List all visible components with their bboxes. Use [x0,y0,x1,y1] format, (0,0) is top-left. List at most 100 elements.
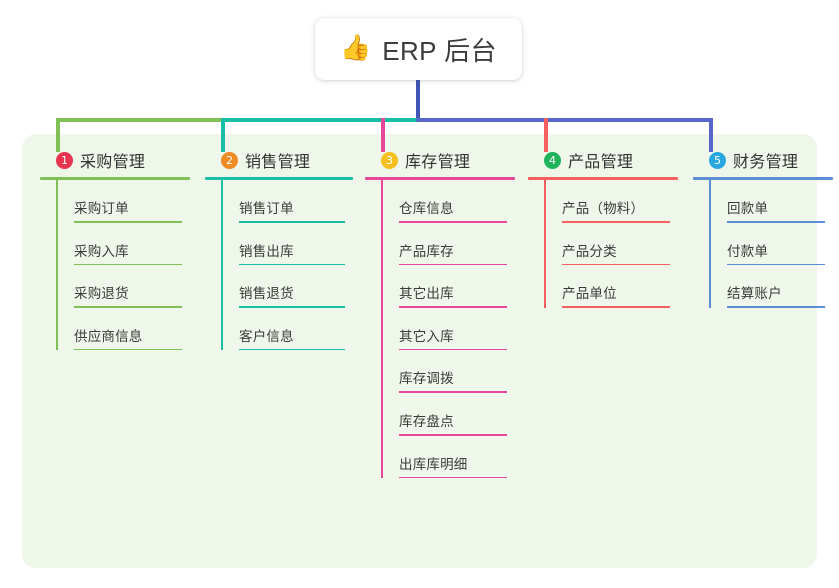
branch-item[interactable]: 回款单 [709,180,833,223]
root-node-erp-backend[interactable]: 👍 ERP 后台 [315,18,522,80]
branch-item-rule [239,306,345,308]
branch-title: 销售管理 [245,154,311,171]
branch-header-rule [693,177,833,180]
branch-item-label: 仓库信息 [399,201,454,216]
trunk-bar-segment-1 [56,118,224,122]
branch-item[interactable]: 产品库存 [381,223,515,266]
branch-title: 库存管理 [405,154,471,171]
background-panel [22,134,817,568]
branch-item-rule [727,221,825,223]
branch-item[interactable]: 销售出库 [221,223,353,266]
branch-item-label: 库存盘点 [399,413,454,429]
branch-drop-line-4 [544,118,548,152]
branch-item[interactable]: 付款单 [709,223,833,266]
branch-item[interactable]: 出库库明细 [381,436,515,479]
branch-spine-line [709,180,711,308]
branch-header-rule [365,177,515,180]
branch-header-财务管理[interactable]: 5 财务管理 [693,148,833,172]
branch-item[interactable]: 客户信息 [221,308,353,351]
trunk-bar-segment-3 [416,118,713,122]
branch-item-list: 回款单付款单结算账户 [709,180,833,308]
branch-item[interactable]: 销售退货 [221,265,353,308]
branch-item-label: 其它入库 [399,328,454,344]
branch-item-rule [399,433,507,436]
root-stem-line [416,80,420,120]
branch-item-label: 产品单位 [562,286,617,302]
branch-index-badge: 5 [709,151,726,169]
branch-item[interactable]: 其它出库 [381,265,515,308]
branch-item-rule [399,476,507,479]
branch-item[interactable]: 库存盘点 [381,393,515,436]
branch-item-rule [239,263,345,266]
branch-column-销售管理[interactable]: 2 销售管理销售订单销售出库销售退货客户信息 [205,148,353,351]
branch-item-label: 销售订单 [239,201,294,216]
branch-item[interactable]: 仓库信息 [381,180,515,223]
branch-item-rule [399,391,507,393]
branch-item[interactable]: 其它入库 [381,308,515,351]
branch-item-rule [562,306,670,308]
branch-item-label: 销售退货 [239,286,294,302]
branch-drop-line-5 [709,118,713,152]
branch-column-产品管理[interactable]: 4 产品管理产品（物料） 产品分类产品单位 [528,148,678,308]
branch-item[interactable]: 采购入库 [56,223,190,266]
branch-item[interactable]: 销售订单 [221,180,353,223]
branch-item-rule [399,306,507,308]
branch-item-label: 供应商信息 [74,328,143,344]
branch-item-rule [399,348,507,351]
branch-spine-line [56,180,58,350]
root-node-content: 👍 ERP 后台 [340,31,497,68]
branch-item-rule [74,263,182,266]
branch-spine-line [221,180,223,350]
branch-spine-line [544,180,546,308]
branch-title: 产品管理 [568,154,634,171]
branch-index-badge: 2 [221,151,238,169]
trunk-bar-segment-2 [221,118,420,122]
branch-item-rule [399,263,507,266]
branch-header-产品管理[interactable]: 4 产品管理 [528,148,678,172]
branch-title: 财务管理 [733,154,799,171]
branch-item-rule [239,348,345,351]
branch-header-rule [40,177,190,180]
branch-item-label: 采购订单 [74,201,129,216]
branch-item[interactable]: 产品（物料） [544,180,678,223]
branch-item[interactable]: 结算账户 [709,265,833,308]
branch-item-label: 其它出库 [399,286,454,302]
thumbs-up-icon: 👍 [340,33,372,62]
branch-item-list: 仓库信息产品库存其它出库其它入库库存调拨库存盘点出库库明细 [381,180,515,479]
branch-spine-line [381,180,383,478]
branch-item-label: 回款单 [727,201,769,216]
branch-item-rule [562,263,670,266]
branch-header-销售管理[interactable]: 2 销售管理 [205,148,353,172]
branch-index-badge: 4 [544,151,561,169]
branch-item-label: 采购入库 [74,243,129,259]
branch-item-label: 产品分类 [562,243,617,259]
branch-item-list: 销售订单销售出库销售退货客户信息 [221,180,353,351]
branch-index-badge: 1 [56,151,73,169]
branch-item-rule [74,306,182,308]
branch-column-财务管理[interactable]: 5 财务管理回款单付款单结算账户 [693,148,833,308]
branch-item-list: 产品（物料） 产品分类产品单位 [544,180,678,308]
branch-item-label: 销售出库 [239,243,294,259]
branch-item-rule [727,306,825,308]
branch-item-rule [239,221,345,223]
branch-item[interactable]: 采购订单 [56,180,190,223]
branch-item[interactable]: 采购退货 [56,265,190,308]
branch-header-rule [205,177,353,180]
branch-item-label: 出库库明细 [399,456,468,472]
branch-drop-line-3 [381,118,385,152]
branch-item[interactable]: 产品分类 [544,223,678,266]
branch-item-label: 付款单 [727,243,769,259]
root-node-title: ERP 后台 [382,35,497,66]
branch-title: 采购管理 [80,154,146,171]
branch-column-采购管理[interactable]: 1 采购管理采购订单采购入库采购退货供应商信息 [40,148,190,351]
branch-item[interactable]: 供应商信息 [56,308,190,351]
branch-drop-line-1 [56,118,60,152]
branch-item-label: 客户信息 [239,328,294,344]
branch-item[interactable]: 库存调拨 [381,350,515,393]
branch-header-采购管理[interactable]: 1 采购管理 [40,148,190,172]
branch-item[interactable]: 产品单位 [544,265,678,308]
branch-item-rule [74,221,182,223]
